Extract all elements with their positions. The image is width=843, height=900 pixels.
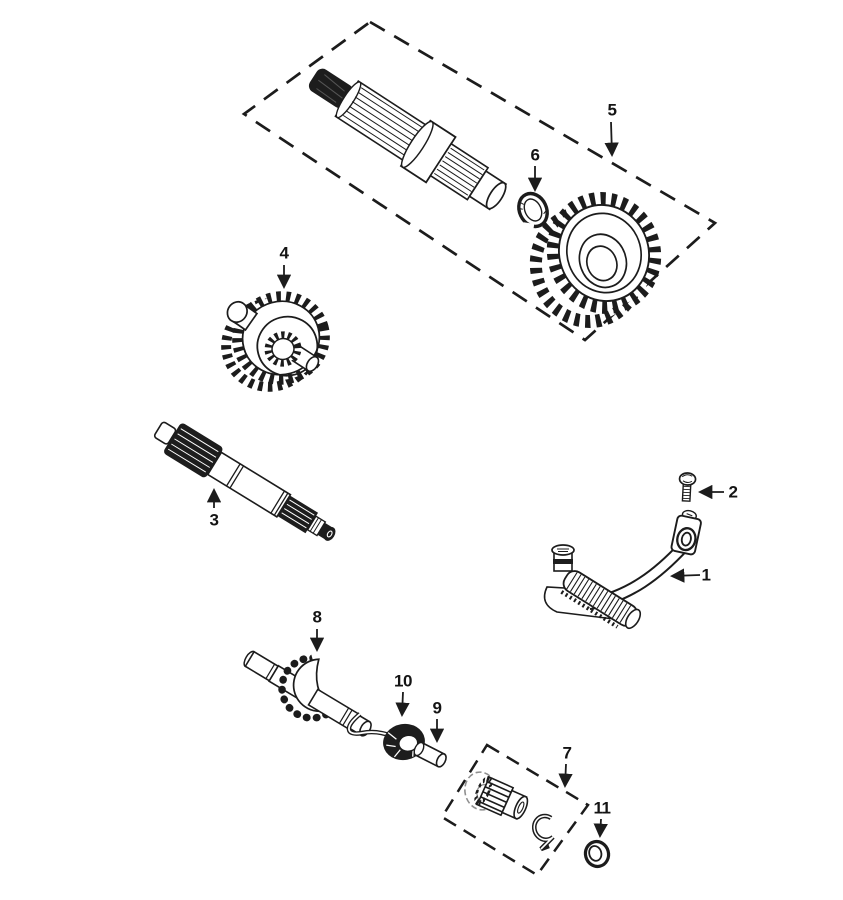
- clip-spring-drawing: [531, 813, 555, 852]
- assembly-5-boundary: [241, 20, 718, 342]
- callout-10: 10: [394, 671, 412, 691]
- callout-2: 2: [728, 482, 738, 502]
- leader-arrows: [206, 121, 724, 839]
- bolt-drawing: [678, 472, 697, 502]
- callout-11: 11: [593, 798, 611, 818]
- callout-4: 4: [279, 243, 289, 263]
- callout-1: 1: [701, 565, 711, 585]
- washer-drawing: [583, 839, 611, 869]
- output-shaft-drawing: [153, 421, 336, 541]
- callout-3: 3: [209, 510, 219, 530]
- snap-ring-drawing: [517, 191, 549, 229]
- kick-spindle-drawing: [243, 645, 372, 737]
- pinion-gear-drawing: [464, 771, 529, 821]
- kick-starter-lever-drawing: [543, 509, 702, 630]
- double-gear-drawing: [221, 291, 330, 392]
- callout-6: 6: [530, 145, 540, 165]
- pin-drawing: [413, 741, 447, 768]
- large-gear-drawing: [529, 192, 662, 328]
- callout-7: 7: [562, 743, 572, 763]
- callout-9: 9: [432, 698, 442, 718]
- assembly-7-boundary: [440, 743, 590, 877]
- callout-5: 5: [607, 100, 617, 120]
- callout-8: 8: [312, 607, 322, 627]
- drive-shaft-drawing: [308, 68, 508, 211]
